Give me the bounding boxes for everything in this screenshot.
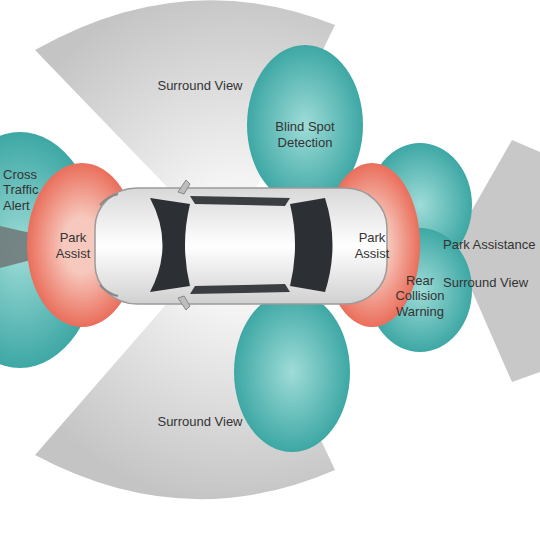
blind-spot-zone xyxy=(234,292,350,452)
zone-name: Surround View xyxy=(135,78,265,94)
zone-name: Surround View xyxy=(135,414,265,430)
zone-name: Park Assistance xyxy=(443,237,537,253)
zone-label: Park Assist xyxy=(48,230,98,261)
zone-label: Blind Spot Detection xyxy=(270,119,340,150)
zone-label: Cross Traffic Alert xyxy=(3,167,49,214)
zone-name: Park Assist xyxy=(347,230,397,261)
zone-label: Park AssistanceSurround View xyxy=(443,237,537,290)
zone-name: Cross Traffic Alert xyxy=(3,167,49,214)
zone-label: Surround View xyxy=(135,78,265,94)
zone-name: Surround View xyxy=(443,275,537,291)
car-top-view xyxy=(95,180,387,310)
zone-name: Park Assist xyxy=(48,230,98,261)
zone-label: Surround View xyxy=(135,414,265,430)
zone-name: Blind Spot Detection xyxy=(270,119,340,150)
zone-label: Rear Collision Warning xyxy=(384,273,456,320)
zone-name: Rear Collision Warning xyxy=(384,273,456,320)
zone-label: Park Assist xyxy=(347,230,397,261)
